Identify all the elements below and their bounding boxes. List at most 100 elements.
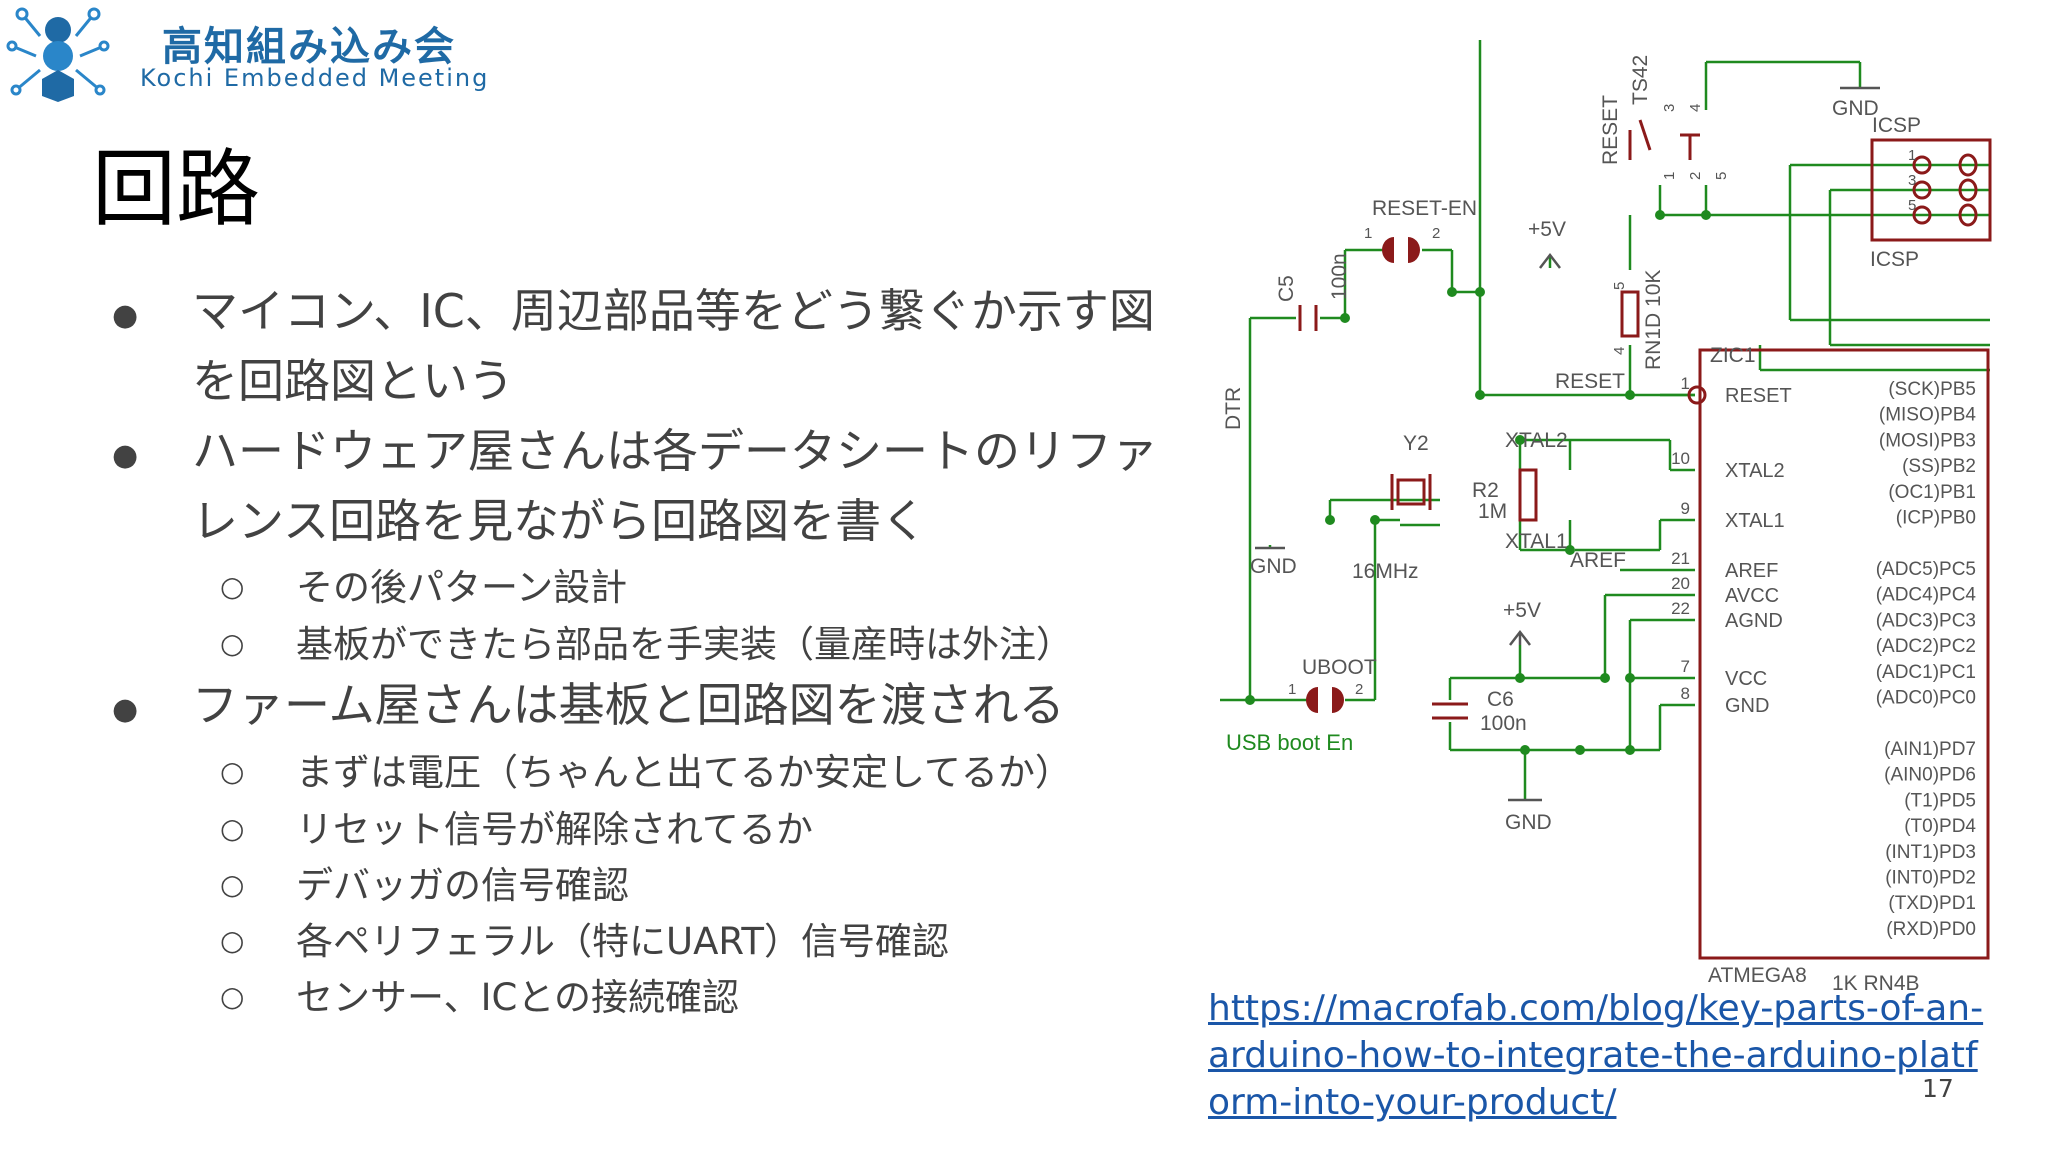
label-zic1: ZIC1 xyxy=(1710,344,1756,367)
sub-bullet-dot: ○ xyxy=(220,755,245,788)
sub-bullet-item: 各ペリフェラル（特にUART）信号確認 xyxy=(296,920,950,963)
chip-port-label: (MOSI)PB3 xyxy=(1879,430,1976,451)
uboot-pin-1: 1 xyxy=(1288,681,1296,698)
chip-port-label: (T1)PD5 xyxy=(1904,790,1976,811)
label-xtal2: XTAL2 xyxy=(1505,429,1568,452)
page-number: 17 xyxy=(1922,1074,1954,1103)
label-rn4b: 1K RN4B xyxy=(1832,972,1920,995)
jumper-pin-1: 1 xyxy=(1364,225,1372,242)
chip-port-label: (ADC4)PC4 xyxy=(1876,585,1977,606)
ant-robot-icon xyxy=(6,7,110,102)
chip-pin-name: XTAL1 xyxy=(1725,510,1785,532)
label-reset-net: RESET xyxy=(1555,370,1625,393)
sub-bullet-item: その後パターン設計 xyxy=(296,566,628,609)
chip-pin-number: 10 xyxy=(1671,449,1690,468)
sub-bullet-dot: ○ xyxy=(220,627,245,660)
sub-bullet-item: 基板ができたら部品を手実装（量産時は外注） xyxy=(296,623,1073,666)
label-c5: C5 xyxy=(1275,275,1298,302)
chip-port-label: (ADC5)PC5 xyxy=(1876,559,1976,580)
chip-port-label: (SCK)PB5 xyxy=(1888,379,1976,400)
sub-bullet-dot: ○ xyxy=(220,868,245,901)
label-icsp-bottom: ICSP xyxy=(1870,248,1919,271)
icsp-pin-5: 5 xyxy=(1908,197,1916,214)
label-dtr: DTR xyxy=(1222,387,1245,430)
sub-bullet-dot: ○ xyxy=(220,812,245,845)
sub-bullet-item: まずは電圧（ちゃんと出てるか安定してるか） xyxy=(296,751,1072,794)
switch-pin-1: 1 xyxy=(1661,172,1678,180)
switch-pin-2: 2 xyxy=(1687,172,1704,180)
chip-port-label: (INT1)PD3 xyxy=(1885,842,1976,863)
circuit-schematic: RESET-EN C5 100n DTR +5V RESET TS42 GND … xyxy=(1220,40,1992,995)
icsp-pin-3: 3 xyxy=(1908,172,1916,189)
chip-port-label: (RXD)PD0 xyxy=(1886,919,1976,940)
label-c6-value: 100n xyxy=(1480,712,1527,735)
org-logo: 高知組み込み会 Kochi Embedded Meeting xyxy=(0,0,487,110)
chip-port-label: (OC1)PB1 xyxy=(1888,482,1976,503)
chip-pin-number: 21 xyxy=(1671,549,1690,568)
chip-port-label: (AIN0)PD6 xyxy=(1884,765,1976,786)
chip-port-label: (SS)PB2 xyxy=(1902,456,1976,477)
label-crystal-value: 16MHz xyxy=(1352,560,1419,583)
bullet-item: マイコン、IC、周辺部品等をどう繋ぐか示す図を回路図という xyxy=(192,284,1155,408)
sub-bullet-dot: ○ xyxy=(220,570,245,603)
sub-bullet-dot: ○ xyxy=(220,924,245,957)
label-c5-value: 100n xyxy=(1328,253,1351,300)
chip-pin-name: RESET xyxy=(1725,385,1792,407)
label-reset-rotated: RESET xyxy=(1599,95,1622,165)
rn1d-pin-4: 4 xyxy=(1611,347,1628,355)
switch-pin-5: 5 xyxy=(1713,172,1730,180)
label-gnd-top: GND xyxy=(1832,97,1879,120)
rn1d-pin-5: 5 xyxy=(1611,282,1628,290)
chip-pin-name: VCC xyxy=(1725,668,1767,690)
chip-pin-number: 22 xyxy=(1671,599,1690,618)
jumper-pin-2: 2 xyxy=(1432,225,1440,242)
label-xtal1: XTAL1 xyxy=(1505,530,1568,553)
label-plus5v-mid: +5V xyxy=(1503,599,1541,622)
chip-port-label: (TXD)PD1 xyxy=(1888,893,1976,914)
chip-pin-number: 20 xyxy=(1671,574,1690,593)
source-link[interactable]: https://macrofab.com/blog/key-parts-of-a… xyxy=(1208,988,1984,1123)
label-gnd-bottom: GND xyxy=(1505,811,1552,834)
chip-pin-number: 7 xyxy=(1681,657,1690,676)
bullet-dot: ● xyxy=(112,438,139,473)
switch-pin-3: 3 xyxy=(1661,104,1678,112)
chip-port-label: (MISO)PB4 xyxy=(1879,405,1977,426)
chip-port-label: (ADC2)PC2 xyxy=(1876,636,1976,657)
label-usb-boot-en: USB boot En xyxy=(1226,730,1353,755)
label-rn1d: RN1D 10K xyxy=(1642,270,1665,370)
label-y2: Y2 xyxy=(1403,432,1429,455)
label-chip-name: ATMEGA8 xyxy=(1708,964,1807,987)
bullet-dot: ● xyxy=(112,692,139,727)
label-r2: R2 xyxy=(1472,479,1499,502)
chip-pin-name: AVCC xyxy=(1725,585,1779,607)
label-plus5v-top: +5V xyxy=(1528,218,1566,241)
chip-pin-name: GND xyxy=(1725,695,1769,717)
switch-pin-4: 4 xyxy=(1687,104,1704,112)
label-gnd-left: GND xyxy=(1250,555,1297,578)
chip-port-label: (ADC3)PC3 xyxy=(1876,610,1976,631)
chip-pin-name: AREF xyxy=(1725,560,1778,582)
label-reset-en: RESET-EN xyxy=(1372,197,1477,220)
label-ts42: TS42 xyxy=(1629,55,1652,105)
chip-pin-number: 8 xyxy=(1681,684,1690,703)
label-aref: AREF xyxy=(1570,549,1626,572)
chip-port-label: (T0)PD4 xyxy=(1904,816,1976,837)
chip-left-pins: 1RESET10XTAL29XTAL121AREF20AVCC22AGND7VC… xyxy=(1671,374,1792,717)
chip-pin-name: AGND xyxy=(1725,610,1783,632)
icsp-pin-1: 1 xyxy=(1908,147,1916,164)
sub-bullet-item: デバッガの信号確認 xyxy=(296,864,629,907)
chip-port-label: (ADC0)PC0 xyxy=(1876,688,1976,709)
label-icsp-top: ICSP xyxy=(1872,114,1921,137)
chip-port-label: (ADC1)PC1 xyxy=(1876,662,1976,683)
chip-pin-number: 9 xyxy=(1681,499,1690,518)
label-uboot: UBOOT xyxy=(1302,656,1377,679)
label-r2-value: 1M xyxy=(1478,500,1507,523)
chip-port-label: (INT0)PD2 xyxy=(1885,868,1976,889)
sub-bullet-item: リセット信号が解除されてるか xyxy=(296,808,813,851)
chip-pin-number: 1 xyxy=(1681,374,1690,393)
uboot-pin-2: 2 xyxy=(1355,681,1363,698)
bullet-item: ファーム屋さんは基板と回路図を渡される xyxy=(192,678,1065,732)
bullet-item: ハードウェア屋さんは各データシートのリファレンス回路を見ながら回路図を書く xyxy=(192,424,1158,548)
sub-bullet-dot: ○ xyxy=(220,980,245,1013)
org-name-en: Kochi Embedded Meeting xyxy=(140,64,490,92)
